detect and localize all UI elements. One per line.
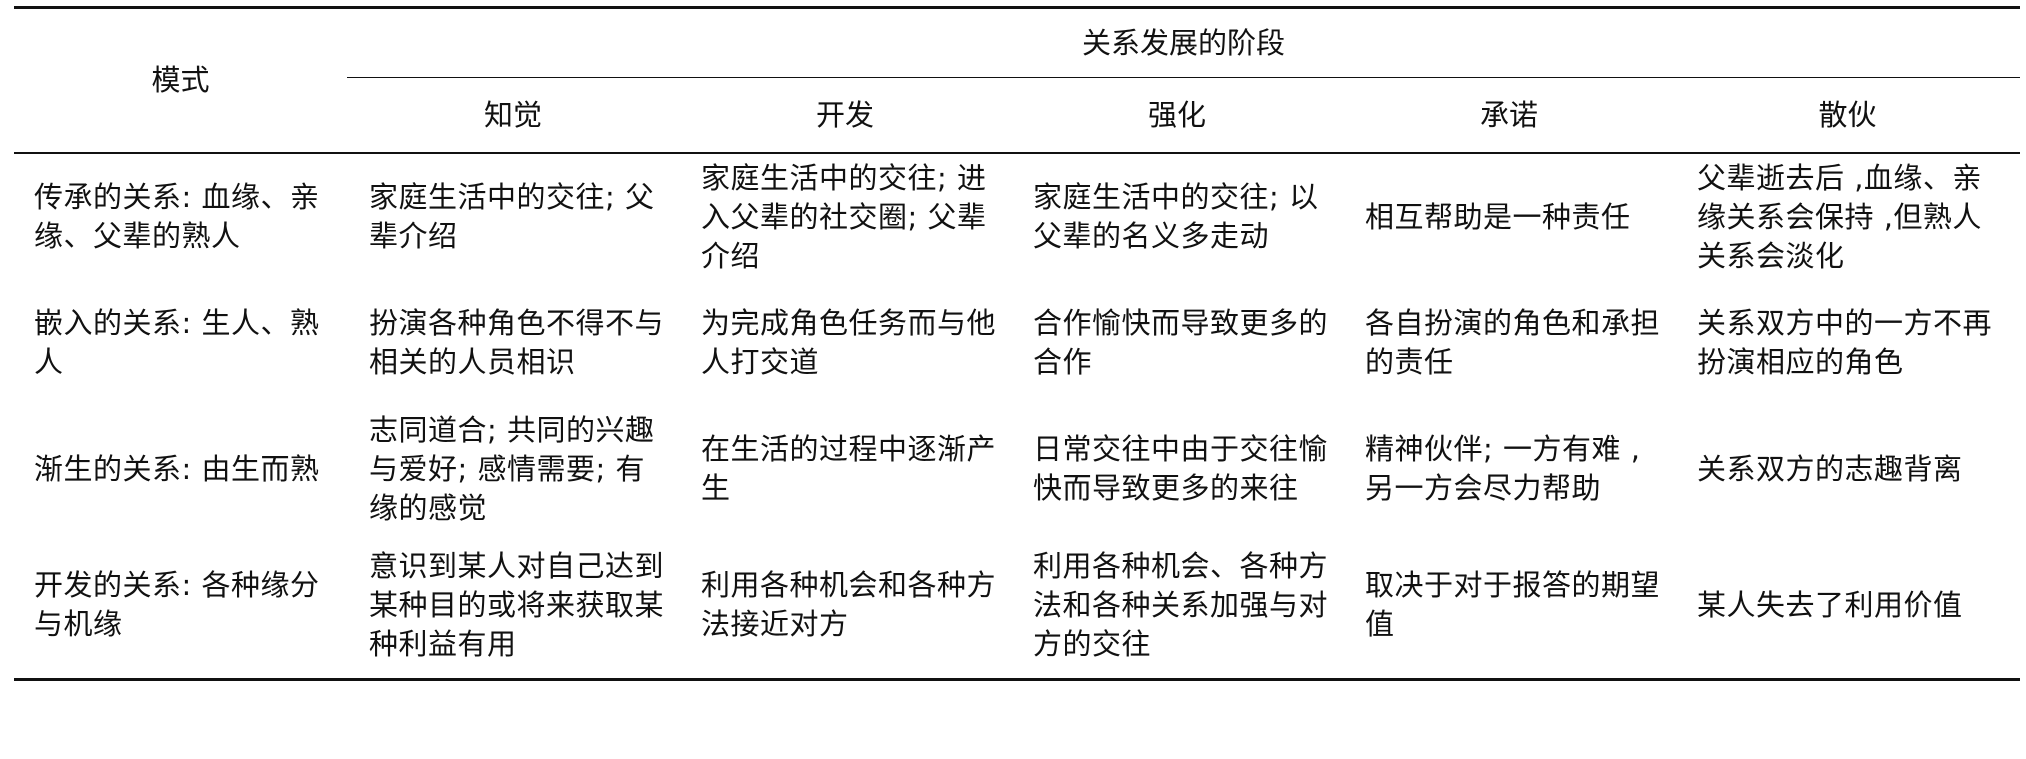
table-cell: 相互帮助是一种责任 bbox=[1365, 199, 1631, 234]
table-row: 嵌入的关系: 生人、熟人 扮演各种角色不得不与相关的人员相识 为完成角色任务而与… bbox=[14, 280, 2020, 406]
header-mode: 模式 bbox=[14, 6, 347, 154]
table-cell: 日常交往中由于交往愉快而导致更多的来往 bbox=[1033, 432, 1329, 505]
table-cell: 取决于对于报答的期望值 bbox=[1343, 532, 1675, 681]
header-stage-commitment: 承诺 bbox=[1343, 77, 1675, 154]
table-cell: 意识到某人对自己达到某种目的或将来获取某种利益有用 bbox=[347, 532, 679, 681]
table-cell: 为完成角色任务而与他人打交道 bbox=[701, 306, 997, 379]
table-cell: 扮演各种角色不得不与相关的人员相识 bbox=[369, 306, 665, 379]
relationship-stage-table: 模式 关系发展的阶段 知觉 开发 强化 承诺 散伙 传承的关系: 血缘、亲缘、父… bbox=[14, 6, 2021, 681]
table-cell: 精神伙伴; 一方有难 ,另一方会尽力帮助 bbox=[1365, 432, 1641, 505]
table-cell: 在生活的过程中逐渐产生 bbox=[701, 432, 997, 505]
table-cell: 志同道合; 共同的兴趣与爱好; 感情需要; 有缘的感觉 bbox=[369, 412, 655, 525]
table-cell: 各自扮演的角色和承担的责任 bbox=[1365, 306, 1661, 379]
table-cell: 家庭生活中的交往; 进入父辈的社交圈; 父辈介绍 bbox=[701, 160, 987, 273]
row-mode-cell: 嵌入的关系: 生人、熟人 bbox=[34, 306, 320, 379]
table-cell: 父辈逝去后 ,血缘、亲缘关系会保持 ,但熟人关系会淡化 bbox=[1697, 160, 1982, 273]
header-stage-group-label: 关系发展的阶段 bbox=[1082, 25, 1286, 60]
header-stage-group: 关系发展的阶段 bbox=[347, 6, 2021, 78]
table-cell: 利用各种机会和各种方法接近对方 bbox=[679, 532, 1011, 681]
table-cell: 某人失去了利用价值 bbox=[1675, 532, 2021, 681]
table-row: 传承的关系: 血缘、亲缘、父辈的熟人 家庭生活中的交往; 父辈介绍 家庭生活中的… bbox=[14, 153, 2020, 280]
table-cell: 利用各种机会、各种方法和各种关系加强与对方的交往 bbox=[1011, 532, 1343, 681]
header-stage-strengthening: 强化 bbox=[1011, 77, 1343, 154]
header-stage-dissolution: 散伙 bbox=[1675, 77, 2021, 154]
header-stage-perception: 知觉 bbox=[347, 77, 679, 154]
table-cell: 关系双方的志趣背离 bbox=[1697, 451, 1963, 486]
row-mode-cell: 传承的关系: 血缘、亲缘、父辈的熟人 bbox=[34, 180, 320, 253]
table-row: 开发的关系: 各种缘分与机缘 意识到某人对自己达到某种目的或将来获取某种利益有用… bbox=[14, 532, 2021, 681]
row-mode-cell: 渐生的关系: 由生而熟 bbox=[34, 451, 320, 486]
header-stage-development: 开发 bbox=[679, 77, 1011, 154]
table-cell: 合作愉快而导致更多的合作 bbox=[1033, 306, 1329, 379]
table-cell: 家庭生活中的交往; 以父辈的名义多走动 bbox=[1033, 180, 1319, 253]
table-row: 渐生的关系: 由生而熟 志同道合; 共同的兴趣与爱好; 感情需要; 有缘的感觉 … bbox=[14, 406, 2020, 532]
table-cell: 家庭生活中的交往; 父辈介绍 bbox=[369, 180, 655, 253]
row-mode-cell: 开发的关系: 各种缘分与机缘 bbox=[14, 532, 347, 681]
table-cell: 关系双方中的一方不再扮演相应的角色 bbox=[1697, 306, 1993, 379]
